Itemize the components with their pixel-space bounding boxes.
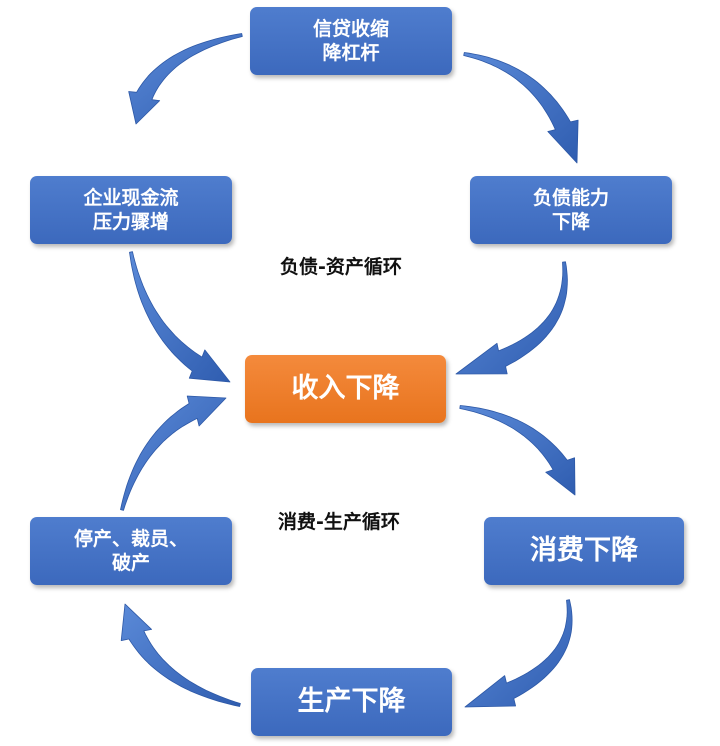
node-production-decline: 生产下降 (251, 668, 452, 736)
node-cashflow-pressure-text: 企业现金流 压力骤增 (83, 186, 179, 233)
arrow-layoff-to-income (120, 395, 227, 511)
node-debt-capacity: 负债能力 下降 (470, 176, 672, 244)
node-credit-contraction: 信贷收缩 降杠杆 (250, 7, 452, 75)
node-layoff-bankruptcy: 停产、裁员、 破产 (30, 517, 232, 585)
arrow-produce-to-layoff (120, 603, 241, 707)
arrow-cashflow-to-income (129, 251, 231, 383)
node-debt-capacity-text: 负债能力 下降 (532, 186, 609, 233)
node-production-decline-text: 生产下降 (297, 685, 406, 717)
node-cashflow-pressure: 企业现金流 压力骤增 (30, 176, 232, 244)
node-layoff-bankruptcy-text: 停产、裁员、 破产 (73, 527, 188, 574)
arrow-layer (120, 33, 579, 708)
node-income-decline-text: 收入下降 (291, 372, 400, 404)
arrow-credit-to-cashflow (128, 33, 243, 125)
node-income-decline: 收入下降 (245, 355, 446, 423)
node-consumption-decline: 消费下降 (484, 517, 684, 585)
arrow-consume-to-produce (464, 599, 573, 708)
loop-label-consume-produce: 消费-生产循环 (278, 511, 400, 533)
arrow-income-to-consume (459, 405, 576, 496)
arrow-debt-to-credit (463, 52, 579, 164)
node-consumption-decline-text: 消费下降 (530, 534, 638, 566)
arrow-debt-to-income (455, 261, 568, 375)
node-credit-contraction-text: 信贷收缩 降杠杆 (312, 17, 389, 64)
loop-label-debt-asset: 负债-资产循环 (280, 256, 402, 278)
